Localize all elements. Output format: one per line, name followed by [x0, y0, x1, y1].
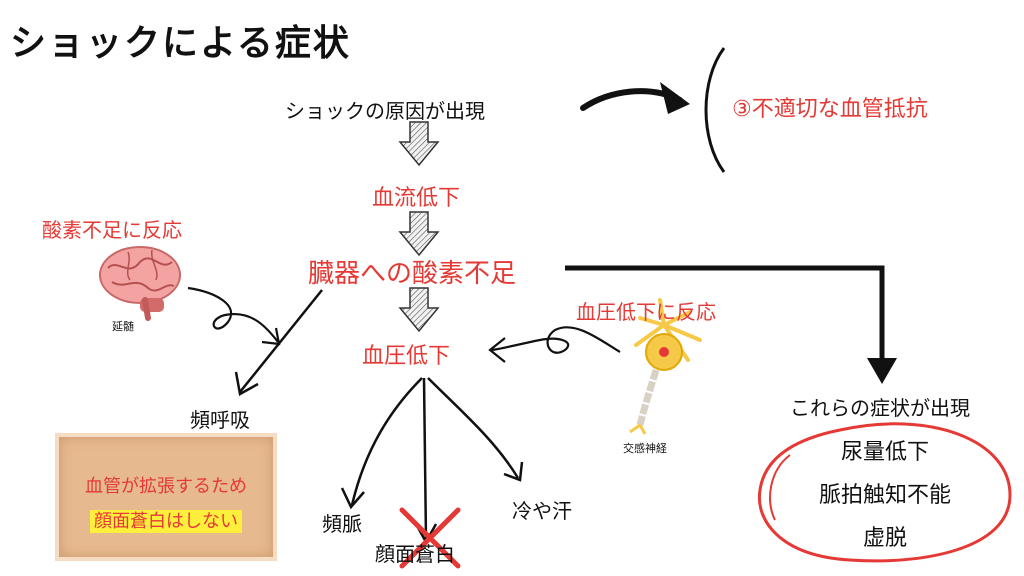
down-arrow-2: [398, 211, 440, 257]
tachypnea-text: 頻呼吸: [190, 408, 250, 432]
brain-reaction-text: 酸素不足に反応: [42, 218, 182, 242]
cold-sweat-text: 冷や汗: [512, 499, 572, 523]
bp-to-cold-sweat-arrow: [427, 377, 524, 482]
nerve-reaction-text: 血圧低下に反応: [576, 300, 716, 324]
page-title: ショックによる症状: [10, 23, 351, 64]
brain-icon: [99, 246, 181, 321]
cross-out-icon: [399, 507, 461, 569]
neuron-icon: [629, 298, 702, 435]
note-line-2: 顔面蒼白はしない: [90, 510, 242, 533]
bp-to-pallor-arrow: [414, 377, 438, 545]
down-arrow-3: [398, 287, 440, 333]
flow-step-oxygen-shortage: 臓器への酸素不足: [308, 259, 517, 289]
cause-text: ショックの原因が出現: [285, 99, 485, 123]
flow-step-blood-flow: 血流低下: [372, 186, 461, 211]
appear-item-pulse: 脈拍触知不能: [818, 483, 951, 508]
down-arrow-1: [398, 121, 440, 167]
medulla-label: 延髄: [112, 320, 134, 333]
appear-item-collapse: 虚脱: [862, 526, 907, 551]
bracket-left: [704, 47, 726, 173]
sympathetic-nerve-label: 交感神経: [623, 442, 667, 455]
pallor-text: 顔面蒼白: [375, 542, 455, 566]
bp-to-tachycardia-arrow: [340, 377, 423, 510]
symptoms-circle: [757, 422, 1012, 563]
nerve-loop-arrow: [488, 326, 621, 363]
oxygen-to-tachypnea-arrow: [234, 289, 323, 396]
appear-header: これらの症状が出現: [790, 396, 970, 420]
tachycardia-text: 頻脈: [322, 512, 362, 536]
brain-loop-arrow: [187, 286, 281, 346]
appear-item-urine: 尿量低下: [840, 440, 929, 465]
cause-to-detail-arrow: [580, 82, 690, 114]
oxygen-to-symptoms-arrow: [565, 265, 897, 384]
flow-step-blood-pressure: 血圧低下: [362, 344, 451, 369]
cause-detail-text: ③不適切な血管抵抗: [732, 97, 928, 122]
note-line-2-wrap: 顔面蒼白はしない: [59, 507, 273, 533]
note-paper: 血管が拡張するため 顔面蒼白はしない: [55, 433, 277, 561]
note-line-1: 血管が拡張するため: [85, 476, 247, 497]
